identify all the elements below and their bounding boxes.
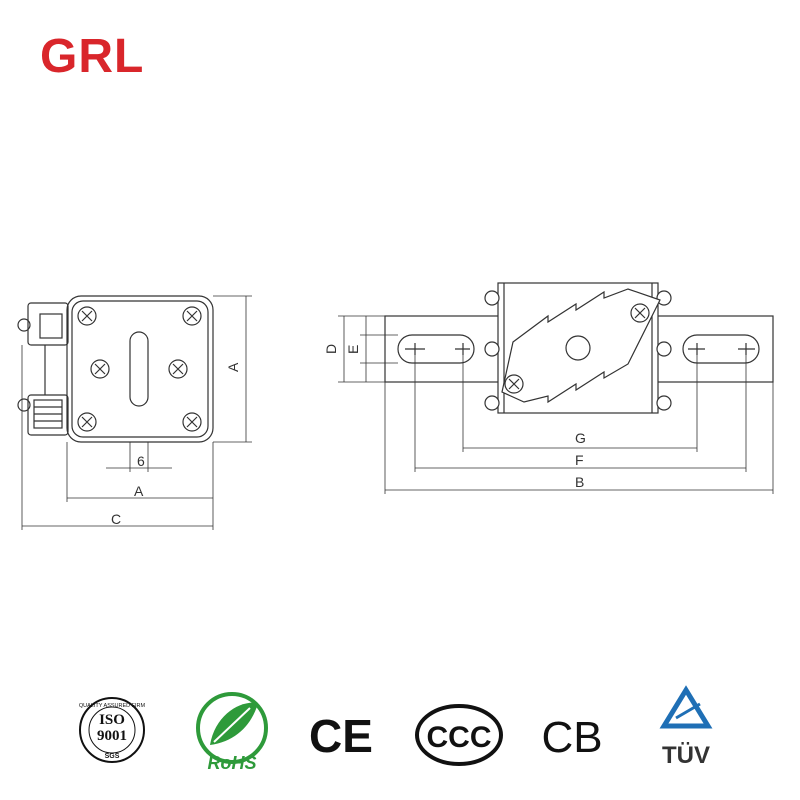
cb-logo: CB: [541, 713, 602, 762]
svg-text:CCC: CCC: [427, 721, 492, 754]
left-clip-inner-upper: [39, 313, 63, 339]
side-dimensions: [338, 315, 774, 494]
left-clip-lower: [27, 394, 69, 436]
tuv-logo: TÜV: [659, 685, 713, 769]
svg-text:TÜV: TÜV: [662, 742, 710, 769]
brand-logo: GRL: [40, 30, 145, 83]
dim-label-6: 6: [137, 453, 145, 469]
dim-label-g: G: [575, 430, 586, 446]
ccc-logo: CCC: [415, 704, 503, 766]
fuse-front-view: [17, 295, 214, 443]
svg-text:CE: CE: [309, 710, 373, 762]
front-dimensions: [21, 295, 252, 530]
indicator-slot: [129, 331, 149, 407]
rohs-logo: RoHS: [196, 692, 268, 773]
svg-text:ISO: ISO: [99, 712, 125, 728]
fuse-body-inner: [71, 300, 209, 438]
screw-icons: [77, 306, 202, 432]
fuse-body-outer: [66, 295, 214, 443]
dim-label-d: D: [323, 344, 339, 354]
right-mount-slot: [682, 334, 760, 364]
svg-text:SGS: SGS: [105, 753, 120, 760]
ce-logo: CE: [309, 710, 373, 762]
fuse-side-view: [384, 282, 774, 414]
left-clip-upper: [27, 302, 69, 346]
svg-text:QUALITY ASSURED FIRM: QUALITY ASSURED FIRM: [79, 703, 146, 709]
dim-label-e: E: [345, 345, 361, 354]
svg-text:RoHS: RoHS: [208, 753, 257, 773]
fuse-element: [501, 288, 661, 404]
left-mount-slot: [397, 334, 475, 364]
dim-label-a-width: A: [134, 483, 144, 499]
dim-label-f: F: [575, 452, 584, 468]
dim-label-b: B: [575, 474, 584, 490]
dim-label-c: C: [111, 511, 121, 527]
svg-text:CB: CB: [541, 713, 602, 762]
dim-label-a-height: A: [225, 362, 241, 372]
center-hole: [565, 335, 591, 361]
svg-text:9001: 9001: [97, 728, 127, 744]
iso-9001-logo: ISO 9001 SGS QUALITY ASSURED FIRM: [79, 697, 146, 763]
